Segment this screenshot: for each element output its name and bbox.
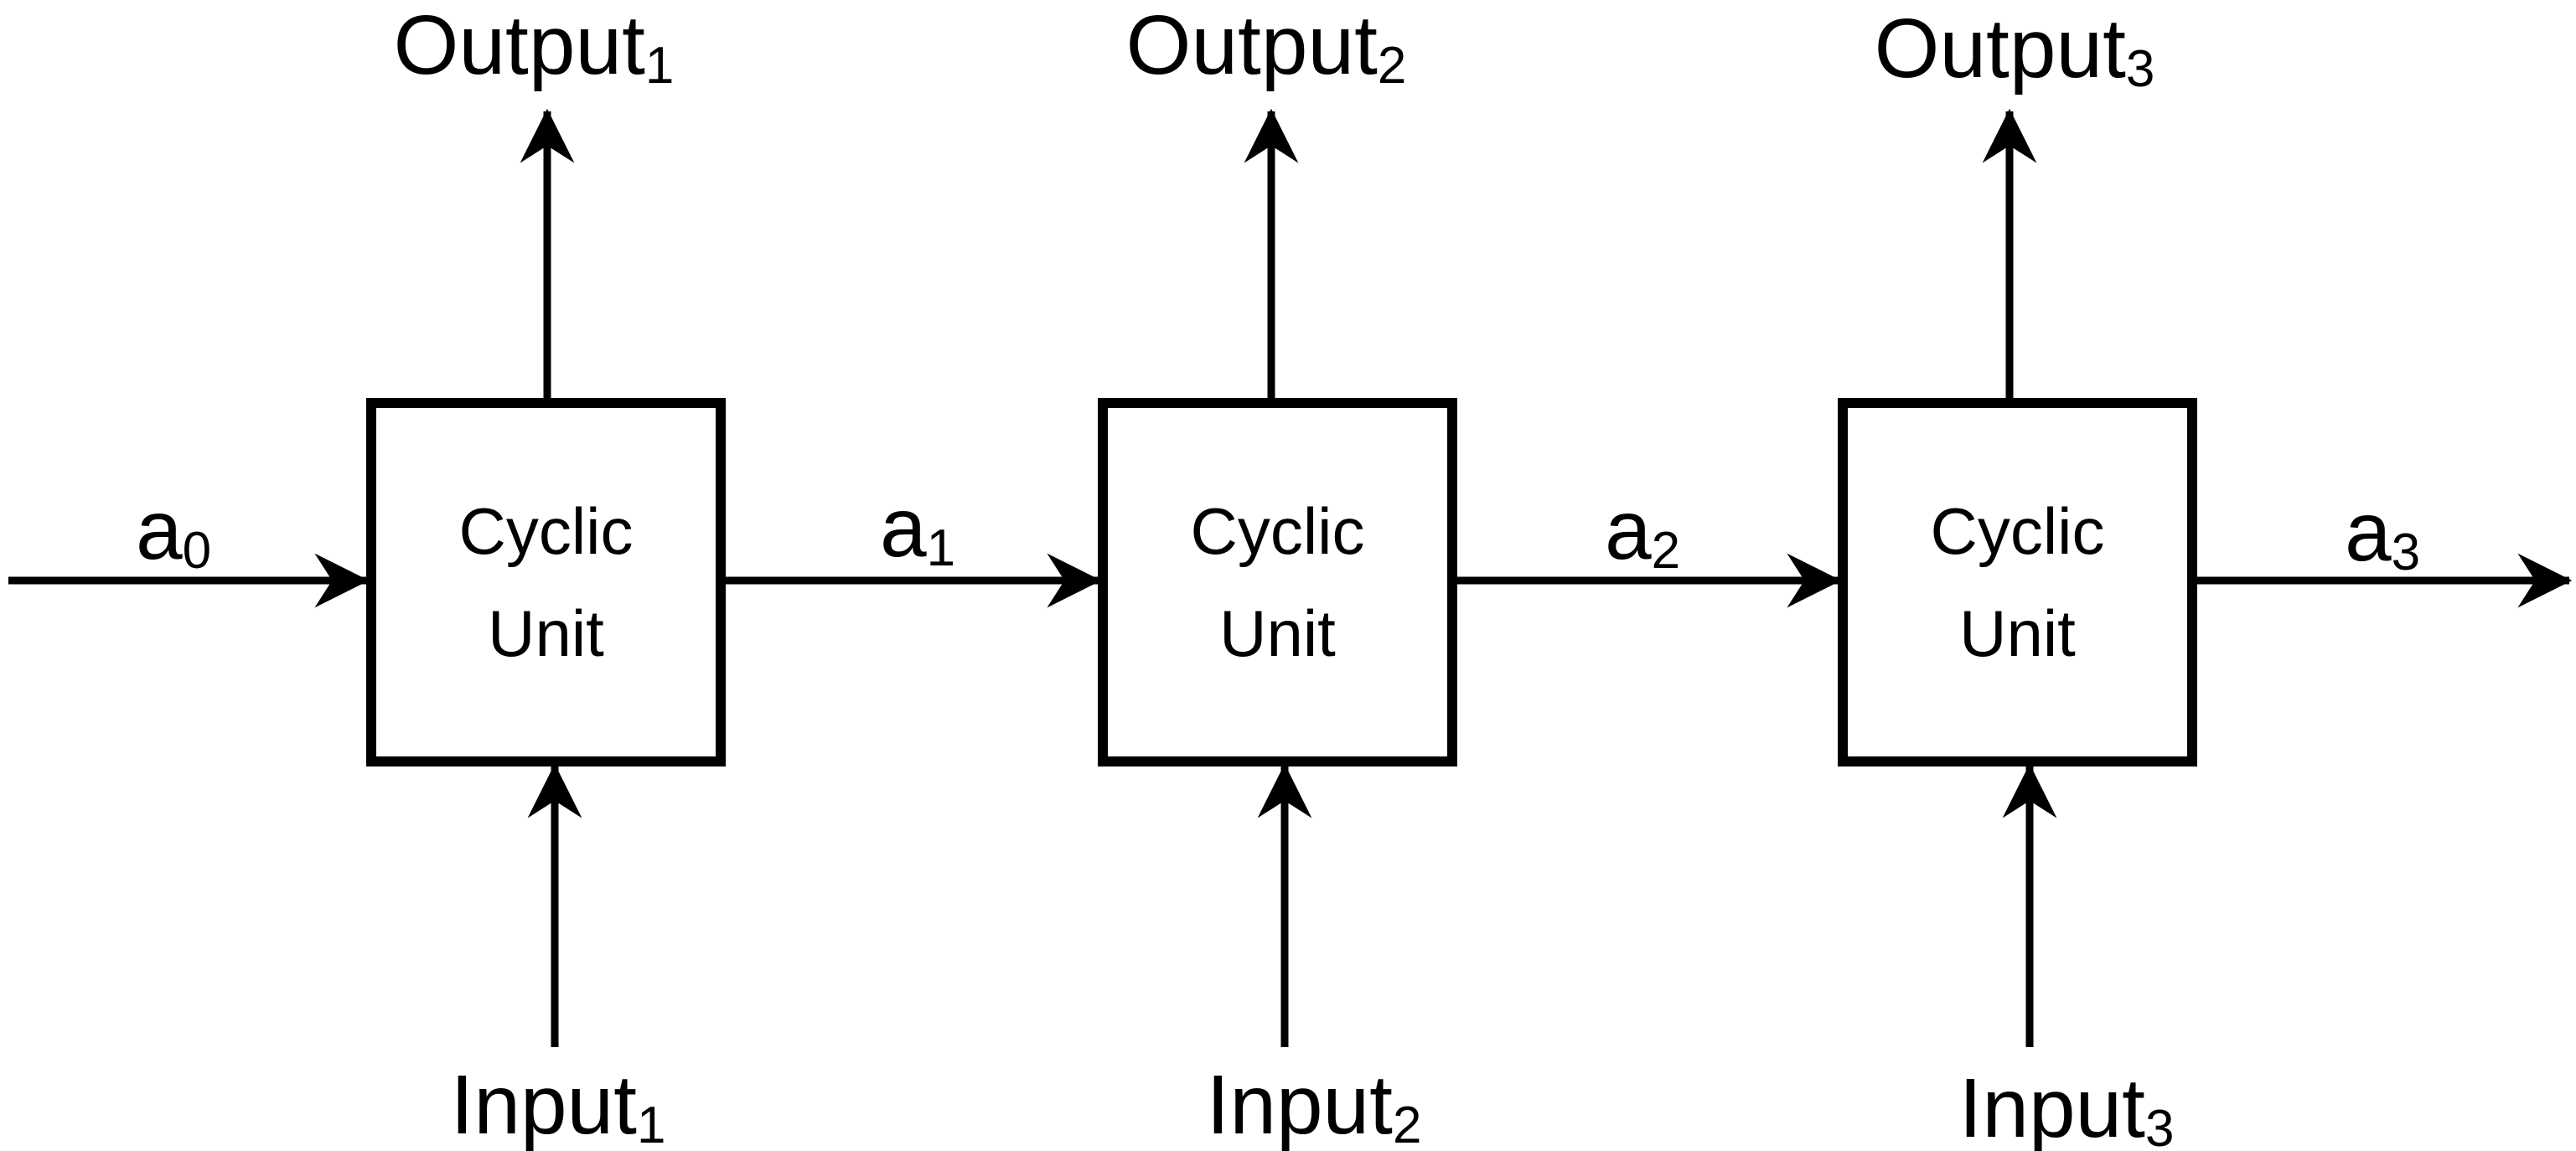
- state-label-a1-base: a: [879, 481, 927, 575]
- output-label-3: Output3: [1875, 0, 2155, 101]
- cyclic-unit-box-3: Cyclic Unit: [1838, 398, 2197, 766]
- output-label-1-base: Output: [393, 0, 645, 92]
- input-label-3: Input3: [1959, 1060, 2175, 1151]
- input-label-2-sub: 2: [1392, 1097, 1422, 1151]
- state-label-a1: a1: [880, 479, 955, 580]
- cyclic-unit-label-1-line1: Cyclic: [458, 493, 634, 568]
- state-label-a0-base: a: [135, 483, 183, 577]
- output-label-2-base: Output: [1125, 0, 1378, 92]
- cyclic-unit-box-2: Cyclic Unit: [1098, 398, 1457, 766]
- input-label-3-sub: 3: [2144, 1100, 2175, 1151]
- output-label-2-sub: 2: [1377, 37, 1407, 95]
- state-label-a0: a0: [136, 482, 211, 582]
- output-label-2: Output2: [1126, 0, 1407, 97]
- cyclic-unit-box-1: Cyclic Unit: [366, 398, 726, 766]
- input-label-1-base: Input: [450, 1058, 637, 1151]
- state-label-a2: a2: [1605, 482, 1680, 582]
- input-label-3-base: Input: [1958, 1061, 2145, 1151]
- input-label-2-base: Input: [1206, 1058, 1393, 1151]
- cyclic-unit-label-1: Cyclic Unit: [459, 480, 634, 685]
- cyclic-unit-label-2-line2: Unit: [1219, 596, 1336, 670]
- state-label-a3-sub: 3: [2391, 524, 2421, 582]
- output-label-3-base: Output: [1874, 2, 2126, 95]
- state-label-a2-base: a: [1604, 483, 1652, 577]
- state-label-a2-sub: 2: [1651, 522, 1681, 581]
- state-label-a3-base: a: [2344, 485, 2392, 579]
- state-label-a3: a3: [2345, 483, 2420, 584]
- cyclic-unit-label-2-line1: Cyclic: [1190, 493, 1365, 568]
- output-label-1-sub: 1: [644, 37, 675, 95]
- cyclic-unit-label-3-line2: Unit: [1959, 596, 2076, 670]
- input-label-1-sub: 1: [636, 1097, 666, 1151]
- output-label-3-sub: 3: [2125, 40, 2155, 99]
- state-label-a1-sub: 1: [926, 519, 956, 578]
- cyclic-unit-label-1-line2: Unit: [488, 596, 604, 670]
- input-label-1: Input1: [451, 1056, 666, 1151]
- cyclic-unit-label-3: Cyclic Unit: [1931, 480, 2105, 685]
- cyclic-unit-label-2: Cyclic Unit: [1191, 480, 1365, 685]
- state-label-a0-sub: 0: [182, 522, 212, 581]
- cyclic-unit-label-3-line1: Cyclic: [1930, 493, 2105, 568]
- input-label-2: Input2: [1207, 1056, 1422, 1151]
- output-label-1: Output1: [394, 0, 675, 97]
